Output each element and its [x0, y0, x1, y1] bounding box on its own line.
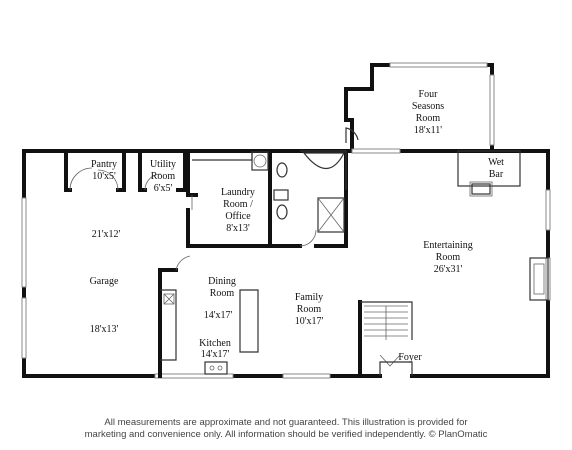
kitchen-dim: 14'x17' — [201, 349, 230, 360]
utility-label-1: Utility — [150, 159, 176, 170]
laundry-dim: 8'x13' — [226, 223, 250, 234]
foyer-label: Foyer — [398, 352, 422, 363]
dining-label-1: Dining — [208, 276, 236, 287]
pantry-label: Pantry — [91, 159, 117, 170]
dining-dim: 14'x17' — [204, 310, 233, 321]
entertaining-dim: 26'x31' — [434, 264, 463, 275]
four-seasons-label-2: Seasons — [412, 101, 444, 112]
entertaining-label-1: Entertaining — [423, 240, 472, 251]
kitchen-label: Kitchen — [199, 338, 231, 349]
laundry-label-2: Room / — [223, 199, 253, 210]
entertaining-label-2: Room — [436, 252, 461, 263]
windows — [21, 62, 551, 379]
disclaimer-line-1: All measurements are approximate and not… — [104, 417, 468, 428]
garage-dim-top: 21'x12' — [92, 229, 121, 240]
fixtures — [69, 127, 549, 376]
four-seasons-label-3: Room — [416, 113, 441, 124]
laundry-label-1: Laundry — [221, 187, 255, 198]
wet-bar-label-2: Bar — [489, 169, 504, 180]
garage-dim-bottom: 18'x13' — [90, 324, 119, 335]
family-label-1: Family — [295, 292, 323, 303]
four-seasons-label-1: Four — [419, 89, 439, 100]
dining-label-2: Room — [210, 288, 235, 299]
family-label-2: Room — [297, 304, 322, 315]
room-labels: Four Seasons Room 18'x11' Pantry 10'x5' … — [90, 89, 505, 363]
utility-dim: 6'x5' — [154, 183, 173, 194]
disclaimer-line-2: marketing and convenience only. All info… — [84, 429, 488, 440]
pantry-dim: 10'x5' — [92, 171, 116, 182]
garage-label: Garage — [90, 276, 119, 287]
laundry-label-3: Office — [225, 211, 251, 222]
utility-label-2: Room — [151, 171, 176, 182]
family-dim: 10'x17' — [295, 316, 324, 327]
four-seasons-dim: 18'x11' — [414, 125, 442, 136]
disclaimer: All measurements are approximate and not… — [0, 417, 572, 441]
wet-bar-label-1: Wet — [488, 157, 504, 168]
